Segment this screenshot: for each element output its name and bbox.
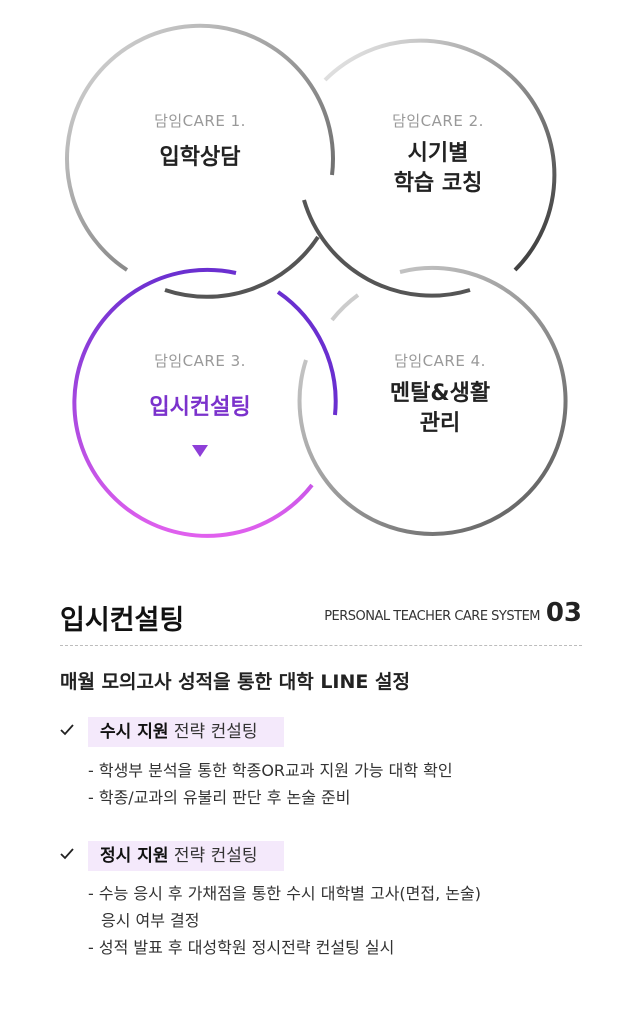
section-headline: 매월 모의고사 성적을 통한 대학 LINE 설정: [60, 671, 410, 693]
ring-1-tail: [164, 235, 320, 299]
care-sub-2: 담임CARE 2.: [392, 112, 484, 130]
section-number: 03: [545, 598, 582, 628]
care-title-2-line-1: 시기별: [407, 141, 469, 166]
list-item-text: - 학생부 분석을 통한 학종OR교과 지원 가능 대학 확인: [88, 761, 453, 780]
strategy-label-bold: 수시 지원: [100, 722, 169, 742]
ring-3: [72, 267, 314, 538]
care-title-1-line: 입학상담: [159, 145, 241, 170]
care-title-2: 시기별 학습 코칭: [318, 139, 558, 199]
ring-3-tail: [276, 290, 338, 416]
check-icon: [60, 724, 74, 736]
strategy-label-rest: 전략 컨설팅: [173, 846, 258, 866]
strategy-susi-list: - 학생부 분석을 통한 학종OR교과 지원 가능 대학 확인 - 학종/교과의…: [88, 757, 453, 811]
care-title-4: 멘탈&생활 관리: [320, 379, 560, 439]
ring-4-tail: [330, 293, 360, 322]
care-title-3-line: 입시컨설팅: [149, 395, 251, 420]
care-title-4-line-2: 관리: [419, 411, 461, 436]
list-item: - 수능 응시 후 가채점을 통한 수시 대학별 고사(면접, 논술) 응시 여…: [88, 880, 481, 934]
care-title-2-line-2: 학습 코칭: [393, 171, 483, 196]
care-title-3: 입시컨설팅: [80, 393, 320, 423]
list-item-text: - 수능 응시 후 가채점을 통한 수시 대학별 고사(면접, 논술): [88, 884, 481, 903]
list-item-text: - 성적 발표 후 대성학원 정시전략 컨설팅 실시: [88, 938, 395, 957]
care-sub-1: 담임CARE 1.: [154, 112, 246, 130]
check-icon: [60, 848, 74, 860]
section-header: 입시컨설팅 PERSONAL TEACHER CARE SYSTEM 03: [60, 594, 582, 646]
list-item: - 성적 발표 후 대성학원 정시전략 컨설팅 실시: [88, 934, 481, 961]
strategy-jeongsi-list: - 수능 응시 후 가채점을 통한 수시 대학별 고사(면접, 논술) 응시 여…: [88, 880, 481, 961]
ring-2-tail: [302, 199, 471, 298]
ring-2: [323, 38, 557, 272]
strategy-label: 정시 지원 전략 컨설팅: [88, 841, 284, 871]
care-item-3[interactable]: 담임CARE 3. 입시컨설팅: [80, 350, 320, 457]
care-item-1[interactable]: 담임CARE 1. 입학상담: [80, 110, 320, 173]
care-sub-4: 담임CARE 4.: [394, 352, 486, 370]
care-title-1: 입학상담: [80, 143, 320, 173]
care-title-4-line-1: 멘탈&생활: [389, 381, 491, 406]
ring-4: [297, 266, 568, 536]
care-sub-3: 담임CARE 3.: [154, 352, 246, 370]
list-item: - 학종/교과의 유불리 판단 후 논술 준비: [88, 784, 453, 811]
triangle-down-icon: [192, 445, 208, 457]
strategy-label: 수시 지원 전략 컨설팅: [88, 717, 284, 747]
strategy-label-rest: 전략 컨설팅: [173, 722, 258, 742]
care-item-2[interactable]: 담임CARE 2. 시기별 학습 코칭: [318, 110, 558, 199]
section-title: 입시컨설팅: [60, 605, 185, 636]
care-item-4[interactable]: 담임CARE 4. 멘탈&생활 관리: [320, 350, 560, 439]
ring-1: [65, 23, 335, 272]
care-rings-diagram: [65, 23, 568, 538]
list-item-text: - 학종/교과의 유불리 판단 후 논술 준비: [88, 788, 351, 807]
list-item: - 학생부 분석을 통한 학종OR교과 지원 가능 대학 확인: [88, 757, 453, 784]
strategy-label-bold: 정시 지원: [100, 846, 169, 866]
section-system-label: PERSONAL TEACHER CARE SYSTEM: [324, 609, 540, 624]
list-item-text-cont: 응시 여부 결정: [101, 911, 200, 930]
